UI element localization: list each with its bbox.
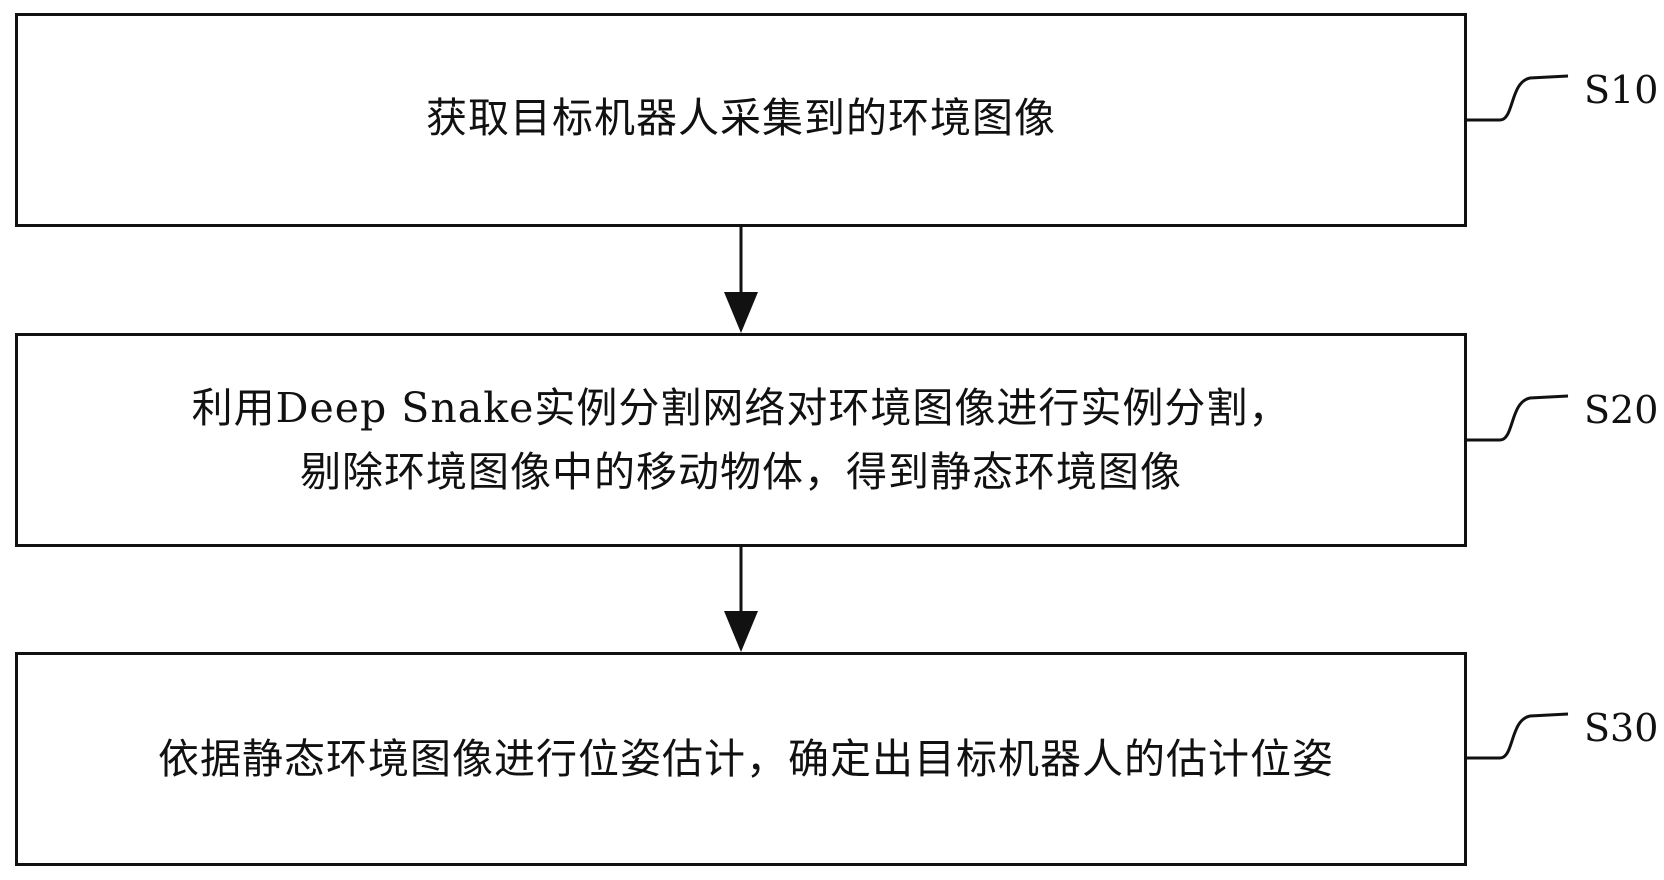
step-text-s30-line1: 依据静态环境图像进行位姿估计，确定出目标机器人的估计位姿 [158, 735, 1334, 783]
leader-s20 [1467, 394, 1569, 442]
step-text-s20-line2: 剔除环境图像中的移动物体，得到静态环境图像 [300, 448, 1182, 496]
leader-s30 [1467, 712, 1569, 760]
step-label-s20: S20 [1584, 388, 1659, 432]
step-box-s10: 获取目标机器人采集到的环境图像 [15, 13, 1467, 227]
step-box-s20: 利用Deep Snake实例分割网络对环境图像进行实例分割， 剔除环境图像中的移… [15, 333, 1467, 547]
arrow-s20-s30-head [724, 611, 758, 652]
step-label-s10: S10 [1584, 68, 1659, 112]
arrow-s10-s20-head [724, 292, 758, 333]
step-label-s30: S30 [1584, 706, 1659, 750]
step-text-s10-line1: 获取目标机器人采集到的环境图像 [426, 94, 1056, 142]
step-box-s30: 依据静态环境图像进行位姿估计，确定出目标机器人的估计位姿 [15, 652, 1467, 866]
step-text-s20-line1: 利用Deep Snake实例分割网络对环境图像进行实例分割， [191, 384, 1291, 432]
leader-s10 [1467, 74, 1569, 122]
